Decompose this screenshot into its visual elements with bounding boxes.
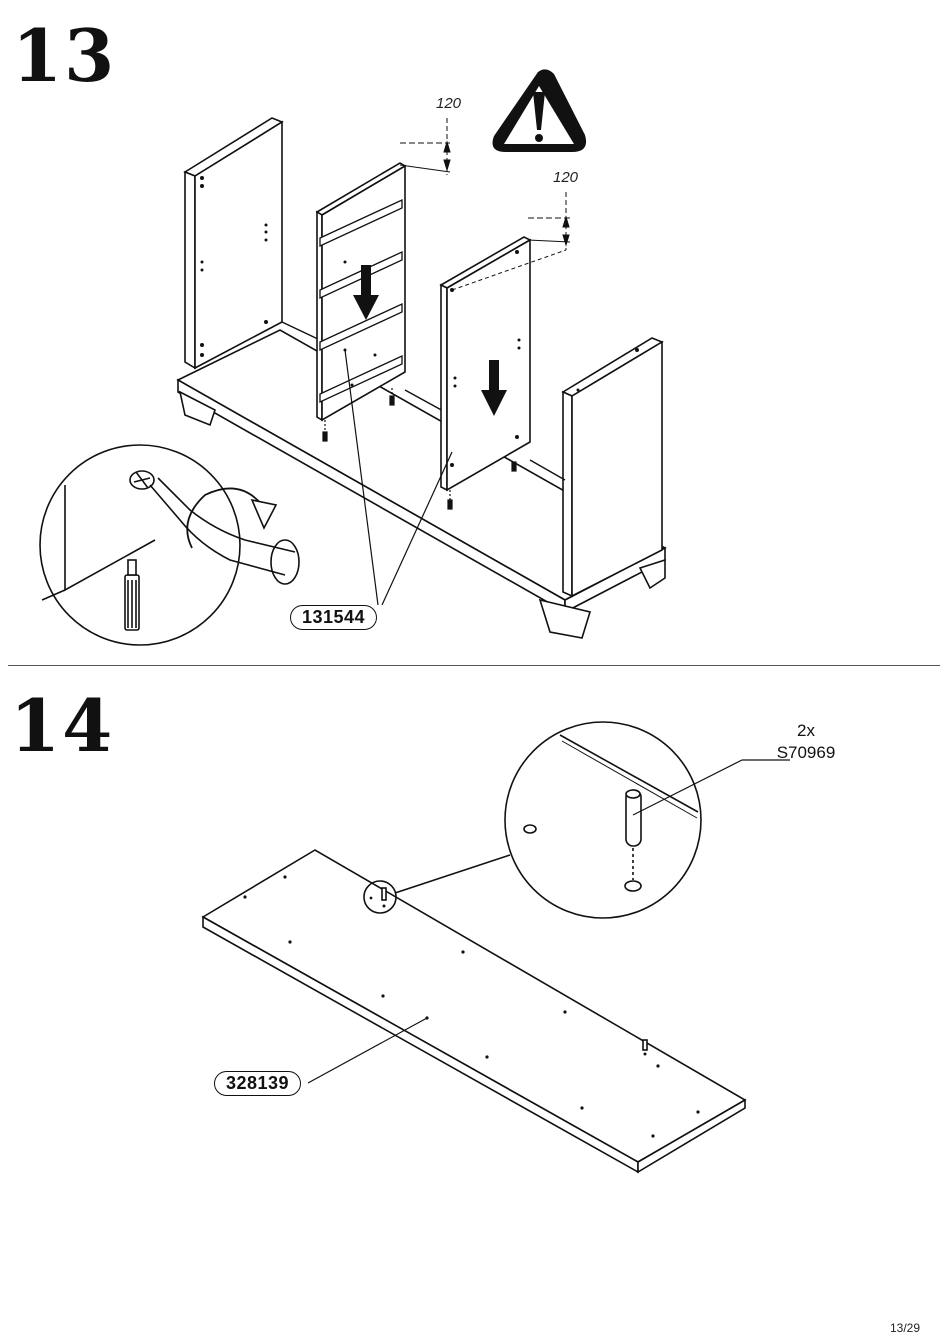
page-number: 13/29: [890, 1321, 920, 1335]
part-leader-line-14: [308, 1018, 427, 1083]
part-number-tag: 131544: [290, 605, 377, 630]
divider-panel-with-runners: [317, 163, 405, 420]
screwdriver-detail-circle: [40, 445, 299, 645]
hardware-code: S70969: [766, 743, 846, 763]
exclamation-triangle-icon: [493, 69, 587, 152]
right-side-panel: [563, 338, 662, 596]
dowel-pin: [626, 790, 641, 846]
top-board: [203, 850, 745, 1172]
dimension-label: 120: [436, 95, 461, 112]
dimension-label: 120: [553, 169, 578, 186]
part-number-tag: 328139: [214, 1071, 301, 1096]
step-divider: [8, 665, 940, 666]
hardware-quantity: 2x: [770, 721, 842, 741]
dowel-detail-circle: [395, 722, 790, 918]
left-side-panel: [185, 118, 282, 368]
step-number-13: 13: [12, 20, 116, 92]
divider-panel-plain: [441, 237, 530, 490]
step-number-14: 14: [10, 690, 114, 762]
